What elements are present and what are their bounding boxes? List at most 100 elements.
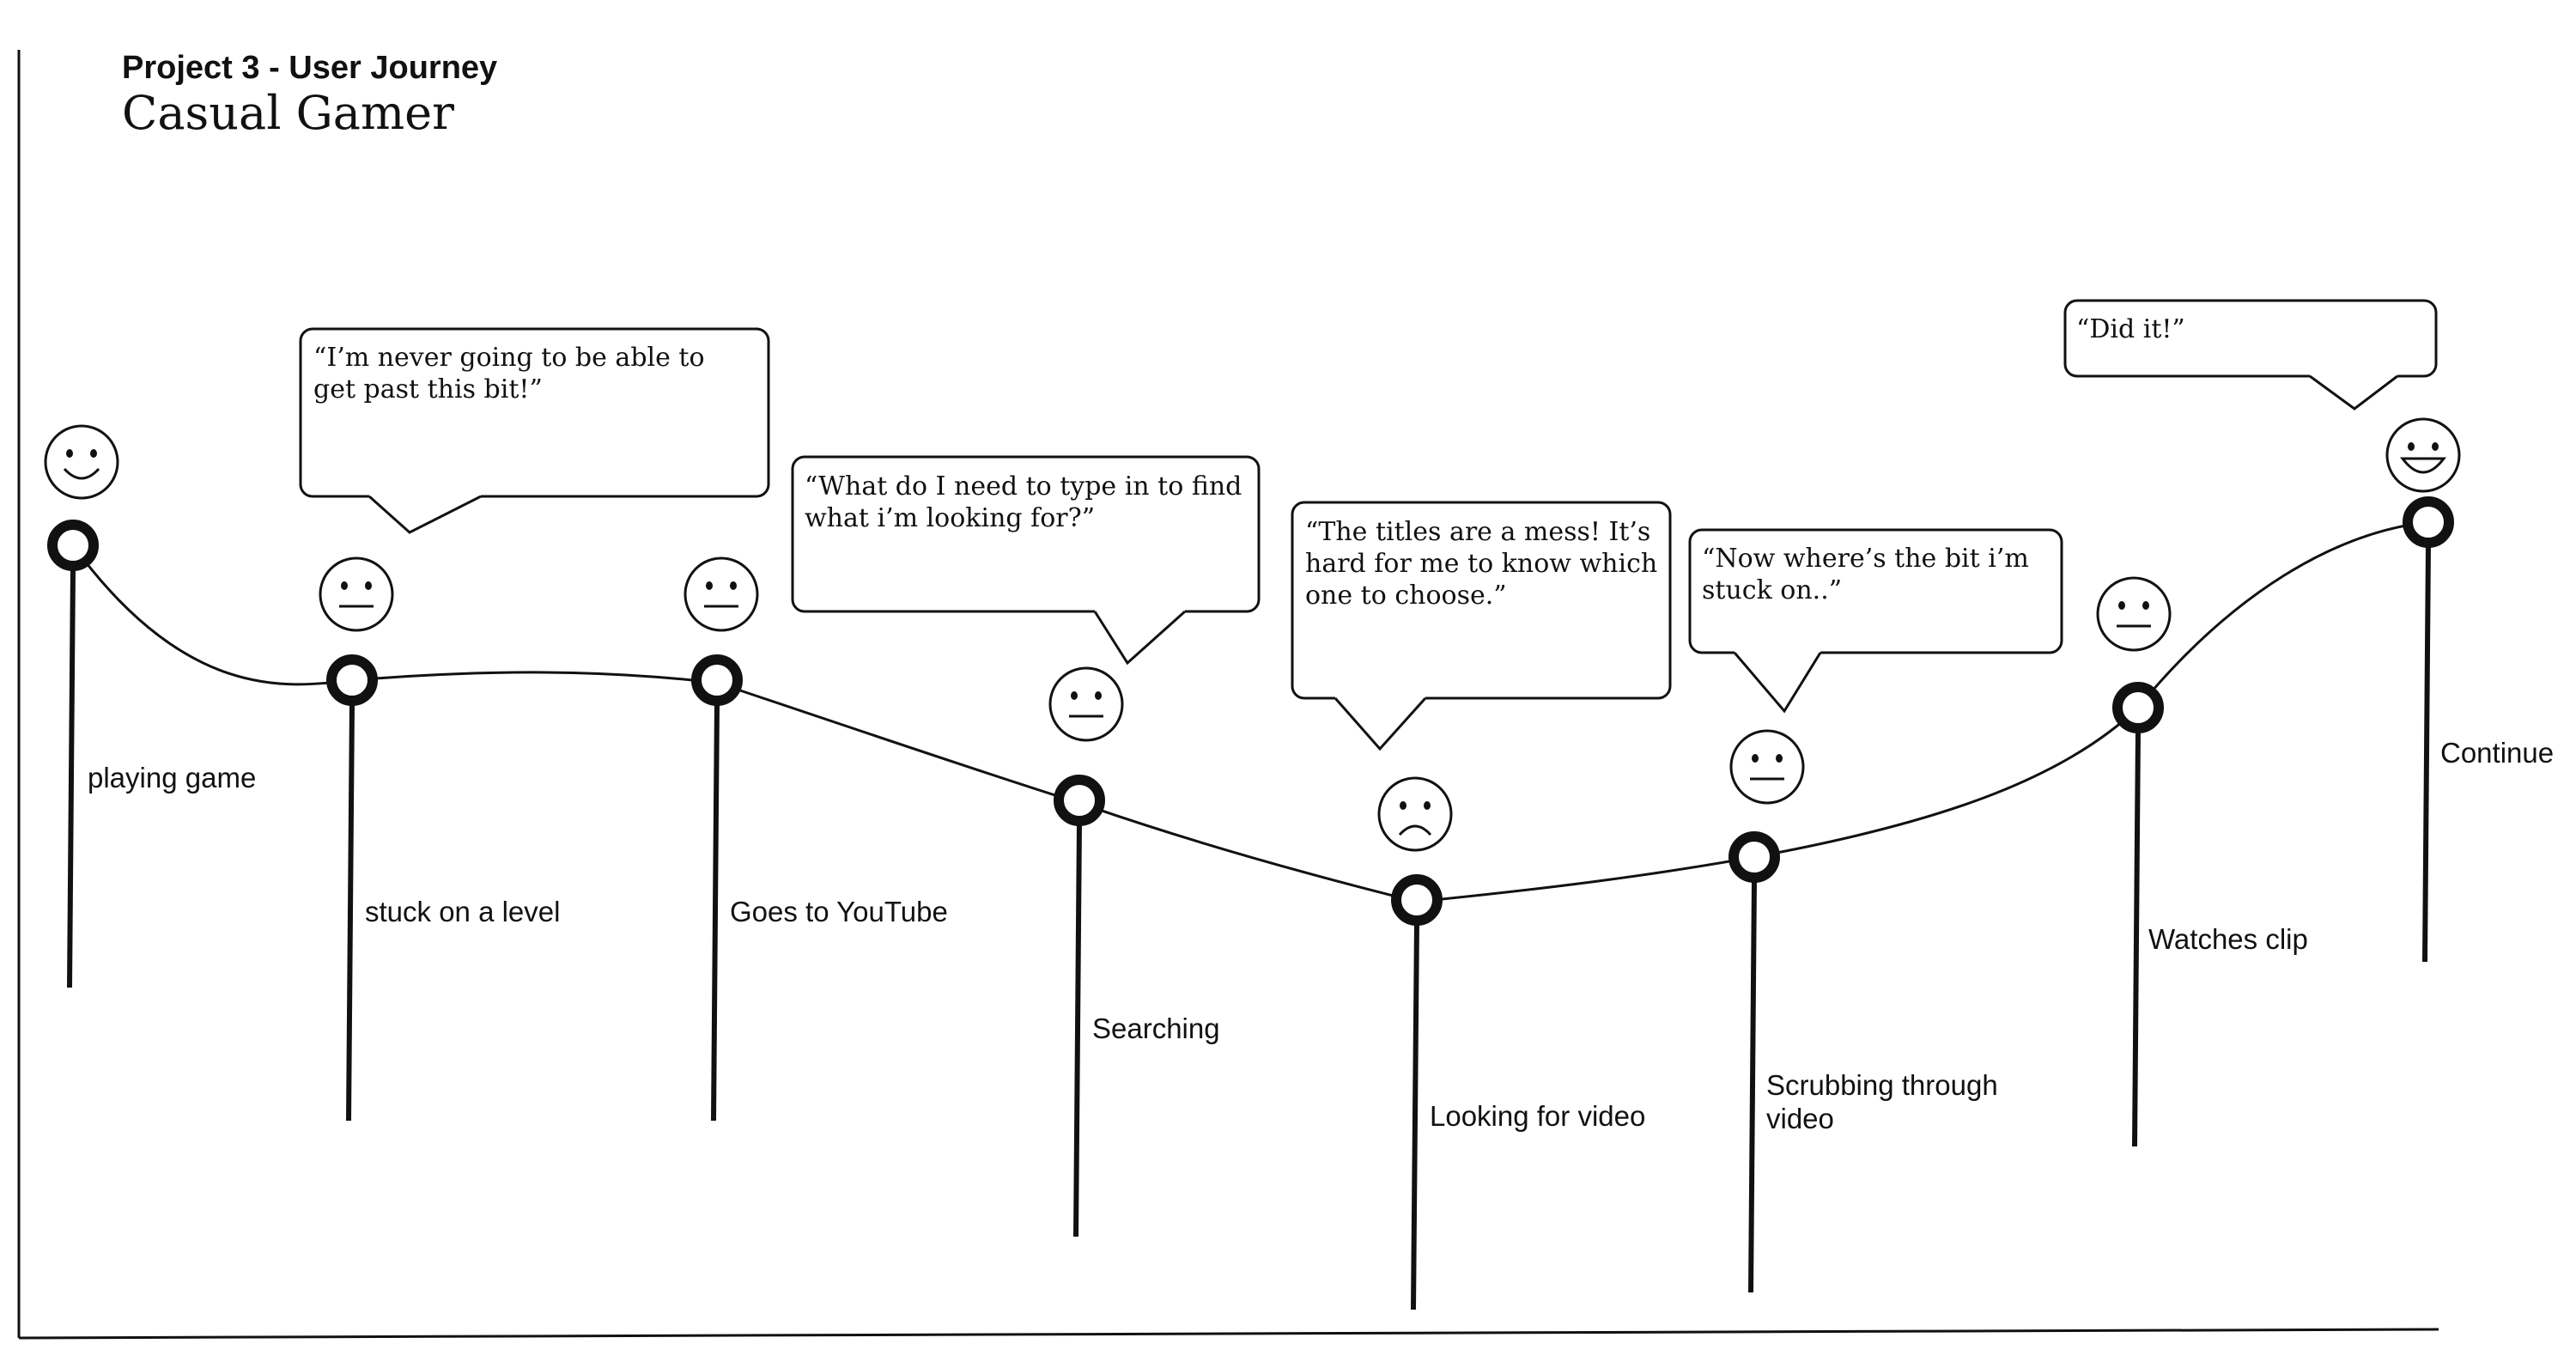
speech-bubble	[791, 455, 1261, 666]
project-title: Project 3 - User Journey	[122, 50, 498, 86]
step-marker	[1391, 874, 1443, 926]
face-outline	[319, 556, 394, 632]
step-marker	[2112, 682, 2164, 733]
step-marker	[2403, 496, 2454, 548]
face-mouth	[63, 467, 100, 480]
journey-step	[1728, 831, 1780, 1293]
bubble-box	[1291, 501, 1672, 700]
neutral-face-icon	[683, 556, 759, 632]
step-marker	[1054, 775, 1105, 826]
quote-text: “The titles are a mess! It’s hard for me…	[1305, 517, 1658, 611]
face-eye	[1400, 801, 1406, 810]
quote-text: “What do I need to type in to find what …	[805, 471, 1242, 533]
bottom-border-line	[18, 1328, 2439, 1340]
journey-curve	[71, 520, 2429, 903]
face-eye	[730, 581, 737, 590]
face-eye	[1776, 754, 1783, 763]
sad-face-icon	[1377, 776, 1453, 852]
face-eye	[1752, 754, 1759, 763]
persona-title: Casual Gamer	[122, 86, 454, 140]
stage-label: Searching	[1092, 1012, 1220, 1044]
face-mouth	[2399, 457, 2447, 474]
stage-label: Goes to YouTube	[730, 896, 948, 927]
face-eye	[1424, 801, 1431, 810]
face-eye	[1095, 691, 1102, 700]
journey-step	[47, 520, 99, 988]
quote-text: “Did it!”	[2076, 314, 2185, 344]
face-eye	[66, 449, 73, 458]
face-outline	[1048, 666, 1124, 742]
speech-bubbles	[299, 299, 2438, 751]
journey-step	[1391, 874, 1443, 1310]
speech-bubble	[299, 327, 770, 534]
speech-bubble	[1688, 528, 2063, 714]
face-eye	[2432, 442, 2439, 451]
stage-label: stuck on a level	[365, 896, 561, 927]
bubble-box	[1688, 528, 2063, 654]
step-stem	[67, 567, 76, 988]
quote-text: “Now where’s the bit i’m stuck on..”	[1702, 544, 2029, 605]
face-outline	[683, 556, 759, 632]
neutral-face-icon	[1048, 666, 1124, 742]
step-marker	[326, 654, 378, 706]
face-eye	[2118, 601, 2125, 610]
step-stem	[1411, 921, 1419, 1310]
bubble-tail	[1733, 652, 1822, 714]
face-outline	[1377, 776, 1453, 852]
journey-step	[2112, 682, 2164, 1147]
stage-label: playing game	[88, 762, 257, 793]
step-stem	[346, 702, 355, 1122]
face-eye	[2142, 601, 2149, 610]
face-outline	[2096, 576, 2172, 652]
face-outline	[2385, 417, 2461, 493]
journey-step	[691, 654, 743, 1122]
speech-bubble	[1291, 501, 1672, 751]
bubble-tail	[368, 495, 482, 534]
neutral-face-icon	[1729, 729, 1805, 805]
quote-text: “I’m never going to be able to get past …	[313, 343, 705, 404]
face-outline	[44, 424, 119, 500]
bubble-box	[299, 327, 770, 498]
happy-face-icon	[44, 424, 119, 500]
stage-label: Watches clip	[2148, 923, 2308, 955]
neutral-face-icon	[2096, 576, 2172, 652]
bubble-tail-fill	[1335, 696, 1425, 749]
stage-label: Looking for video	[1430, 1100, 1646, 1132]
step-marker	[691, 654, 743, 706]
journey-markers	[47, 496, 2454, 1310]
neutral-face-icon	[319, 556, 394, 632]
journey-step	[326, 654, 378, 1122]
journey-step	[1054, 775, 1105, 1237]
step-stem	[1748, 879, 1757, 1293]
face-mouth	[1398, 824, 1432, 836]
bubble-box	[791, 455, 1261, 613]
face-eye	[706, 581, 713, 590]
emotion-faces	[44, 417, 2461, 852]
step-stem	[2132, 729, 2141, 1147]
step-marker	[47, 520, 99, 571]
step-stem	[711, 702, 720, 1122]
bubble-tail	[1093, 610, 1187, 666]
bubble-box	[2063, 299, 2438, 378]
step-stem	[2422, 544, 2431, 963]
face-outline	[1729, 729, 1805, 805]
step-marker	[1728, 831, 1780, 883]
bubble-tail-fill	[1735, 651, 1820, 711]
bubble-tail	[1334, 696, 1427, 751]
bubble-tail-fill	[1095, 610, 1185, 663]
face-eye	[365, 581, 372, 590]
stage-label: Scrubbing through video	[1766, 1069, 1998, 1134]
bubble-tail-fill	[2310, 374, 2397, 409]
journey-step	[2403, 496, 2454, 963]
face-eye	[2408, 442, 2415, 451]
step-stem	[1073, 822, 1082, 1237]
stage-label: Continue	[2440, 737, 2555, 769]
speech-bubble	[2063, 299, 2438, 410]
bubble-tail-fill	[369, 495, 481, 532]
face-eye	[341, 581, 348, 590]
face-eye	[90, 449, 97, 458]
bubble-tail	[2309, 374, 2398, 410]
face-eye	[1071, 691, 1078, 700]
